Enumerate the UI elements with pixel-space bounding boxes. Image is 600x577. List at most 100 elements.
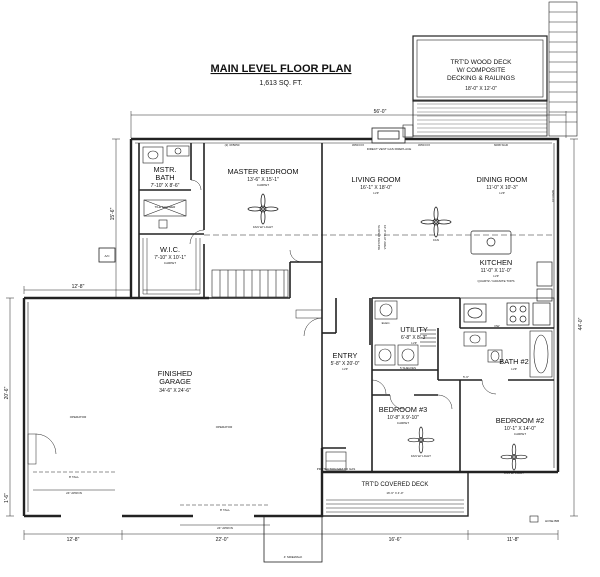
bedroom3-dims: 10'-8" X 9'-10" bbox=[387, 415, 419, 421]
deck-boards bbox=[417, 103, 547, 133]
window-d-label: 6050 FIX bbox=[551, 190, 555, 202]
left-side-dim-b: 1'-6" bbox=[4, 493, 10, 503]
top-overall-dim: 56'-0" bbox=[374, 109, 387, 115]
bath2-name: BATH #2 bbox=[499, 357, 528, 366]
protection-note: PROTECTION MAT TO GAS bbox=[317, 467, 356, 471]
living-room-name: LIVING ROOM bbox=[351, 175, 400, 184]
bath-width-dim: 5'-6" bbox=[463, 375, 469, 379]
dining-room-name: DINING ROOM bbox=[477, 175, 528, 184]
kitchen-name: KITCHEN bbox=[480, 258, 512, 267]
entry-closet: PROTECTION MAT TO GAS bbox=[317, 451, 356, 471]
bedroom3-name: BEDROOM #3 bbox=[379, 405, 427, 414]
left-side-dim-a: 20'-6" bbox=[4, 386, 10, 399]
deck-stairs bbox=[548, 1, 578, 137]
garage-dims: 34'-6" X 24'-6" bbox=[159, 388, 191, 394]
kitchen-note: QUARTZ / GRANITE TOPS bbox=[477, 279, 514, 283]
elec-label: ELEC. bbox=[382, 321, 391, 325]
ac-unit: A/C bbox=[98, 247, 116, 263]
covered-deck-name: TRT'D COVERED DECK bbox=[362, 482, 429, 488]
dining-room-finish: LVP bbox=[499, 191, 504, 195]
covered-deck: TRT'D COVERED DECK 16'-6" X 4'-0" bbox=[321, 471, 469, 517]
bedroom2-finish: CARPET bbox=[514, 432, 526, 436]
operator-right: OPERATOR bbox=[216, 425, 233, 429]
window-b-label: 3050 FIX bbox=[352, 143, 364, 147]
entry-finish: LVP bbox=[342, 367, 347, 371]
bath2-finish: LVP bbox=[511, 367, 516, 371]
sidewalk-label: 4' SIDEWALK bbox=[284, 555, 302, 559]
tall-8-right: 8' TALL bbox=[220, 508, 230, 512]
kitchen-dims: 11'-0" X 11'-0" bbox=[481, 268, 512, 274]
utility-note: 5 SHELVES bbox=[400, 366, 416, 370]
bath2-fixtures bbox=[463, 330, 553, 378]
plan-title-block: MAIN LEVEL FLOOR PLAN 1,613 SQ. FT. bbox=[211, 63, 352, 87]
utility-finish: LVP bbox=[411, 341, 416, 345]
sidewalk: 4' SIDEWALK bbox=[263, 515, 323, 563]
wic-dims: 7'-10" X 10'-1" bbox=[154, 255, 186, 261]
fireplace: DIRECT VENT GAS FIREPLACE bbox=[367, 127, 412, 151]
doors bbox=[189, 179, 497, 410]
fan-bedroom2: FAN W/ LIGHT bbox=[500, 443, 528, 475]
utility-dims: 6'-8" X 8'-3" bbox=[401, 335, 427, 341]
fan-master-label: FAN W/ LIGHT bbox=[253, 225, 273, 229]
living-room-dims: 16'-1" X 18'-0" bbox=[360, 185, 392, 191]
flat-area-note: 10'-0" FLAT AREA bbox=[383, 225, 387, 249]
entry-dims: 5'-8" X 20'-0" bbox=[331, 361, 360, 367]
garage-name2: GARAGE bbox=[159, 377, 191, 386]
ac-label: A/C bbox=[104, 254, 110, 258]
shower-label: TILE SHOWER bbox=[155, 205, 177, 209]
deck-line3: DECKING & RAILINGS bbox=[447, 75, 516, 82]
ceiling-notes: SLOPED CEILING 10'-0" FLAT AREA bbox=[377, 225, 387, 251]
side-dimensions: 20'-6" 1'-6" 12'-8" 15'-6" 44'-0" bbox=[4, 138, 584, 517]
master-bath-fixtures: TILE SHOWER bbox=[142, 145, 190, 229]
garage-texts: OPERATOR OPERATOR 8' TALL 24" APRON 8' T… bbox=[66, 415, 233, 530]
tall-8-left: 8' TALL bbox=[69, 475, 79, 479]
bedroom3-finish: CARPET bbox=[397, 421, 409, 425]
top-dimension: 56'-0" bbox=[130, 109, 567, 138]
interior-walls bbox=[138, 143, 554, 472]
utility-fixtures bbox=[374, 300, 436, 366]
rear-deck: TRT'D WOOD DECK W/ COMPOSITE DECKING & R… bbox=[402, 1, 578, 138]
fan-bedroom2-label: FAN W/ LIGHT bbox=[504, 471, 524, 475]
master-bath-dims: 7'-10" X 8'-6" bbox=[151, 183, 180, 189]
garage-name: FINISHED bbox=[158, 369, 193, 378]
bottom-dim-d: 11'-8" bbox=[507, 537, 520, 543]
deck-dims: 18'-0" X 12'-0" bbox=[465, 86, 497, 92]
door-a-label: 6068 SGD bbox=[494, 143, 509, 147]
garage-details bbox=[27, 309, 323, 526]
bottom-dim-a: 12'-8" bbox=[67, 537, 80, 543]
window-a-label: (2) 3X5050 bbox=[225, 143, 240, 147]
master-bath-name2: BATH bbox=[155, 173, 174, 182]
master-bedroom-name: MASTER BEDROOM bbox=[227, 167, 298, 176]
fan-bedroom3-label: FAN W/ LIGHT bbox=[411, 454, 431, 458]
operator-left: OPERATOR bbox=[70, 415, 87, 419]
kitchen-fixtures: DW bbox=[459, 230, 555, 329]
left-wing-dim: 15'-6" bbox=[110, 207, 116, 220]
bottom-dim-b: 22'-0" bbox=[216, 537, 229, 543]
wic-name: W.I.C. bbox=[160, 245, 180, 254]
master-bedroom-finish: CARPET bbox=[257, 183, 269, 187]
right-side-dim: 44'-0" bbox=[578, 317, 584, 330]
bedroom2-name: BEDROOM #2 bbox=[496, 416, 544, 425]
entry-name: ENTRY bbox=[333, 351, 358, 360]
left-upper-dim: 12'-8" bbox=[72, 284, 85, 290]
dishwasher-label: DW bbox=[495, 324, 500, 328]
hose-bib-label: HOSE BIB bbox=[545, 519, 559, 523]
fan-living-label: FAN bbox=[433, 238, 439, 242]
covered-deck-dims: 16'-6" X 4'-0" bbox=[386, 491, 403, 495]
utility-name: UTILITY bbox=[400, 325, 428, 334]
wic-finish: CARPET bbox=[164, 261, 176, 265]
plan-area: 1,613 SQ. FT. bbox=[259, 80, 302, 87]
fan-master: FAN W/ LIGHT bbox=[247, 193, 279, 229]
bedroom2-dims: 10'-1" X 14'-0" bbox=[504, 426, 536, 432]
dining-room-dims: 11'-0" X 10'-3" bbox=[486, 185, 517, 191]
fan-bedroom3: FAN W/ LIGHT bbox=[407, 426, 435, 458]
plan-title: MAIN LEVEL FLOOR PLAN bbox=[211, 63, 352, 75]
room-labels: MSTR. BATH 7'-10" X 8'-6" MASTER BEDROOM… bbox=[151, 165, 545, 436]
bottom-dimensions: 12'-8" 22'-0" 16'-6" 11'-8" bbox=[23, 530, 559, 543]
window-c-label: 3050 FIX bbox=[418, 143, 430, 147]
deck-name: TRT'D WOOD DECK bbox=[450, 59, 512, 66]
bottom-dim-c: 16'-6" bbox=[389, 537, 402, 543]
fireplace-label: DIRECT VENT GAS FIREPLACE bbox=[367, 147, 412, 151]
fan-living: FAN bbox=[420, 206, 452, 242]
